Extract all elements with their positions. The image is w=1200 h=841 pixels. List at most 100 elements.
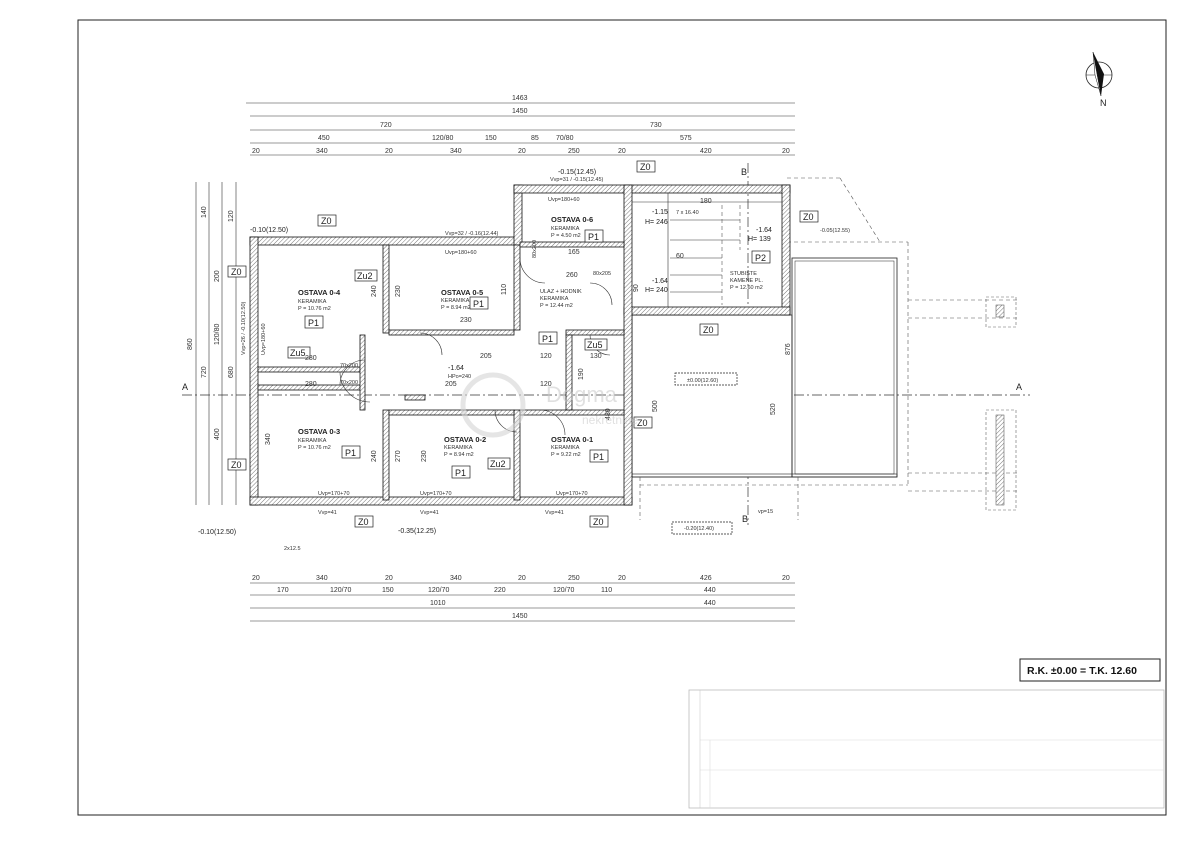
bottom-dimensions: 20 340 20 340 20 250 20 426 20 170 120/7… [250,575,795,622]
dim-left-120-80: 120/80 [214,323,221,345]
ulaz-tag: P1 [542,334,553,344]
ulaz-floor: KERAMIKA [540,296,569,302]
s2-height: H= 240 [645,287,668,294]
wall-tag: Z0 [803,212,814,222]
level-bottom-right: -0.20(12.40) [684,526,714,532]
dim-i: 340 [265,433,272,445]
room-04-area: P = 10.76 m2 [298,306,331,312]
section-b-top: B [741,167,747,177]
stairs: 7 x 16.40 [632,193,782,307]
dim-bot-440a: 440 [704,587,716,594]
dim-top-340b: 340 [450,148,462,155]
dim-top-250: 250 [568,148,580,155]
dim-bot-20b: 20 [385,575,393,582]
room-04-tag: P1 [308,318,319,328]
dim-i: 260 [566,272,578,279]
wall-tag: Z0 [358,517,369,527]
dim-bot-120-70a: 120/70 [330,587,352,594]
room-ostava-04: OSTAVA 0-4 KERAMIKA P = 10.76 m2 P1 [298,288,341,329]
door-70a: 70x200 [340,363,358,369]
opening-d6: Uvp=180+60 [261,324,267,356]
dim-bot-220: 220 [494,587,506,594]
vp-15: vp=15 [758,509,773,515]
dim-i: 280 [305,381,317,388]
room-04-floor: KERAMIKA [298,299,327,305]
watermark-sub: nekretnine [582,413,638,427]
wall-tag-zu2: Zu2 [357,271,373,281]
dim-bot-110: 110 [601,587,612,594]
hall-level: -1.64 [448,365,464,372]
room-02-name: OSTAVA 0-2 [444,435,486,444]
room-05-tag: P1 [473,299,484,309]
dim-bot-250: 250 [568,575,580,582]
room-05-area: P = 8.94 m2 [441,305,471,311]
wall-tag-zu5: Zu5 [587,340,603,350]
terrace-outline [631,177,1018,520]
door-80: 80x205 [593,271,611,277]
room-ostava-01: OSTAVA 0-1 KERAMIKA P = 9.22 m2 P1 [551,435,609,463]
stair-tag: P2 [755,253,766,263]
room-02-area: P = 8.94 m2 [444,452,474,458]
dim-top-20b: 20 [385,148,393,155]
dim-bot-1450: 1450 [512,613,528,620]
dim-bot-150: 150 [382,587,394,594]
ulaz-name: ULAZ + HODNIK [540,289,582,295]
reference-box: R.K. ±0.00 = T.K. 12.60 [1019,658,1161,682]
door-80b: 80x200 [532,240,538,258]
room-ostava-06: OSTAVA 0-6 KERAMIKA P = 4.50 m2 P1 [551,215,604,243]
wall-tag-zu2: Zu2 [490,459,506,469]
opening-w2: Uvp=170+70 [420,491,452,497]
level-right: -0.05(12.55) [820,228,850,234]
dim-top-20a: 20 [252,148,260,155]
dim-top-575: 575 [680,135,692,142]
hall-height: HPo=240 [448,374,471,380]
opening-d4: Vvp=31 / -0.15(12.45) [550,177,604,183]
dim-i: 120 [540,353,552,360]
top-dimensions: 1463 1450 720 730 450 120/80 150 85 70/8… [246,95,795,156]
room-06-name: OSTAVA 0-6 [551,215,593,224]
dim-left-720: 720 [201,366,208,378]
s1-level: -1.15 [652,209,668,216]
room-04-name: OSTAVA 0-4 [298,288,341,297]
room-06-floor: KERAMIKA [551,226,580,232]
dim-top-85: 85 [531,135,539,142]
dim-top-1463: 1463 [512,95,528,102]
dim-i: 876 [785,343,792,355]
level-top-left: -0.10(12.50) [250,227,288,234]
dim-i: 60 [676,253,684,260]
step-label: 2x12.5 [284,546,301,552]
dim-top-730: 730 [650,122,662,129]
room-02-tag: P1 [455,468,466,478]
dim-i: 130 [590,353,602,360]
levels: -0.10(12.50) -0.15(12.45) -0.05(12.55) ±… [198,169,850,536]
room-01-tag: P1 [593,452,604,462]
wall-tag: Z0 [231,267,242,277]
dim-i: 230 [421,450,428,462]
dim-top-120-80: 120/80 [432,135,454,142]
opening-w1: Uvp=170+70 [318,491,350,497]
dim-i: 180 [700,198,712,205]
dim-i: 480 [605,408,612,420]
dim-top-20e: 20 [782,148,790,155]
dim-i: 120 [540,381,552,388]
sheet-border [77,19,1167,816]
dim-top-20d: 20 [618,148,626,155]
dim-bot-426: 426 [700,575,712,582]
ulaz-area: P = 12.44 m2 [540,303,573,309]
exterior-walls [249,184,791,506]
dim-top-720: 720 [380,122,392,129]
dim-i: 270 [395,450,402,462]
reference-text: R.K. ±0.00 = T.K. 12.60 [1027,665,1137,677]
wall-tags: Z0 Z0 Z0 Z0 Z0 Z0 Z0 Z0 Z0 Zu2 Zu2 Zu5 Z… [227,160,819,528]
dim-i: 230 [395,285,402,297]
watermark-brand: Dogma [546,382,618,407]
left-dimensions: 860 720 140 200 120/80 680 400 120 [187,182,237,505]
room-01-area: P = 9.22 m2 [551,452,581,458]
dim-top-20c: 20 [518,148,526,155]
dim-bot-440b: 440 [704,600,716,607]
dim-i: 230 [460,317,472,324]
wall-tag: Z0 [231,460,242,470]
north-label: N [1100,98,1107,108]
stair-area: P = 12.60 m2 [730,285,763,291]
